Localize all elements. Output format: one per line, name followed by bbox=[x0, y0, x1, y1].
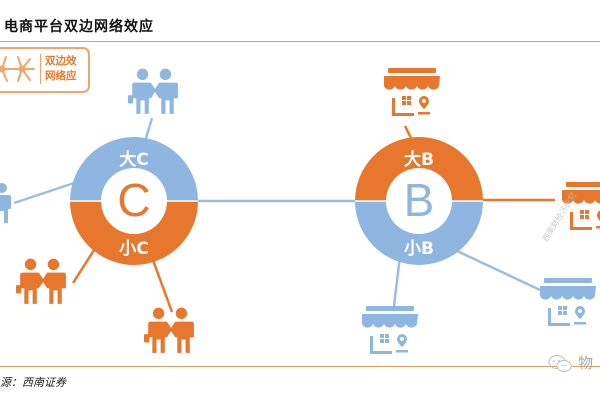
person-icon bbox=[0, 183, 11, 223]
network-icon bbox=[0, 56, 35, 82]
c-hub-center-letter: C bbox=[117, 174, 151, 226]
diagram-title: 电商平台双边网络效应 bbox=[4, 19, 154, 35]
b-hub bbox=[355, 137, 483, 265]
bottom-divider bbox=[0, 366, 600, 367]
wechat-watermark: 物 bbox=[578, 354, 594, 372]
wechat-icon bbox=[548, 355, 572, 372]
b-hub-center-letter: B bbox=[403, 174, 435, 226]
people-pair-icon bbox=[144, 307, 194, 353]
people-pair-icon bbox=[16, 258, 66, 304]
legend-label: 双边效 网络应 bbox=[40, 54, 89, 84]
people-pair-icon bbox=[128, 68, 178, 114]
c-hub-bottom-label: 小C bbox=[119, 239, 149, 259]
store-icon bbox=[540, 278, 596, 326]
c-hub bbox=[70, 137, 198, 265]
b-hub-top-label: 大B bbox=[404, 150, 434, 170]
top-divider bbox=[0, 41, 600, 42]
legend-box: 双边效 网络应 bbox=[0, 47, 90, 93]
source-note: 源：西南证券 bbox=[0, 376, 66, 389]
store-icon bbox=[362, 306, 418, 354]
legend-line-1: 双边效 bbox=[45, 55, 77, 67]
b-hub-bottom-label: 小B bbox=[404, 239, 434, 259]
legend-line-2: 网络应 bbox=[45, 70, 77, 82]
store-icon bbox=[384, 68, 440, 116]
c-hub-top-label: 大C bbox=[119, 150, 149, 170]
